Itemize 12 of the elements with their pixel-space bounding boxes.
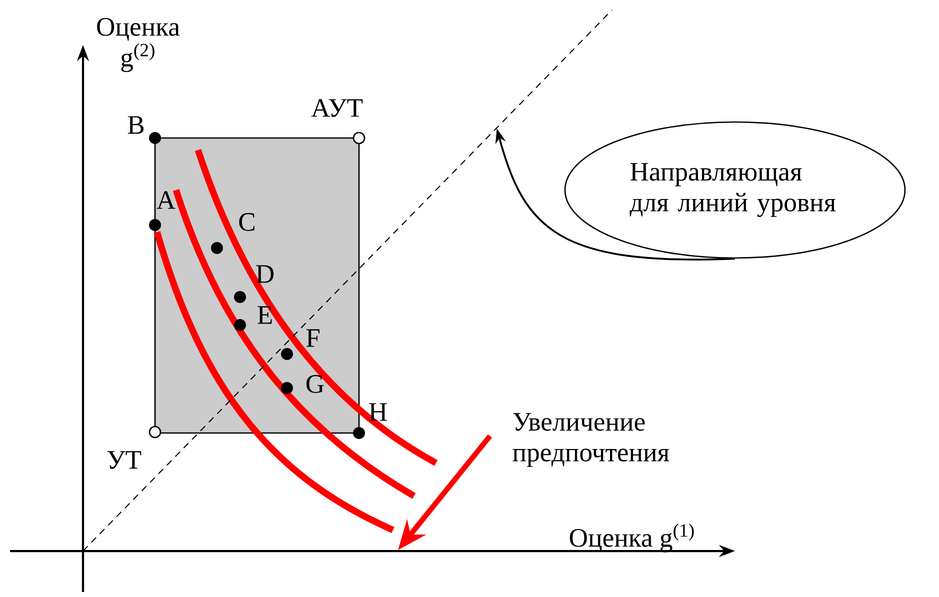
point-label: B	[128, 116, 144, 134]
point-label: АУТ	[311, 99, 363, 117]
point-label: A	[156, 191, 176, 209]
point-label: D	[256, 265, 274, 283]
point-label: C	[239, 213, 254, 231]
axis-label: Оценка g$^{(2)}$	[97, 18, 180, 72]
point-label: E	[258, 306, 272, 324]
point-label: F	[306, 329, 320, 347]
point-label: H	[369, 403, 387, 421]
point-label: УТ	[107, 451, 142, 469]
point-label: G	[306, 375, 324, 393]
arrow-label: Увеличение предпочтения	[512, 413, 670, 467]
